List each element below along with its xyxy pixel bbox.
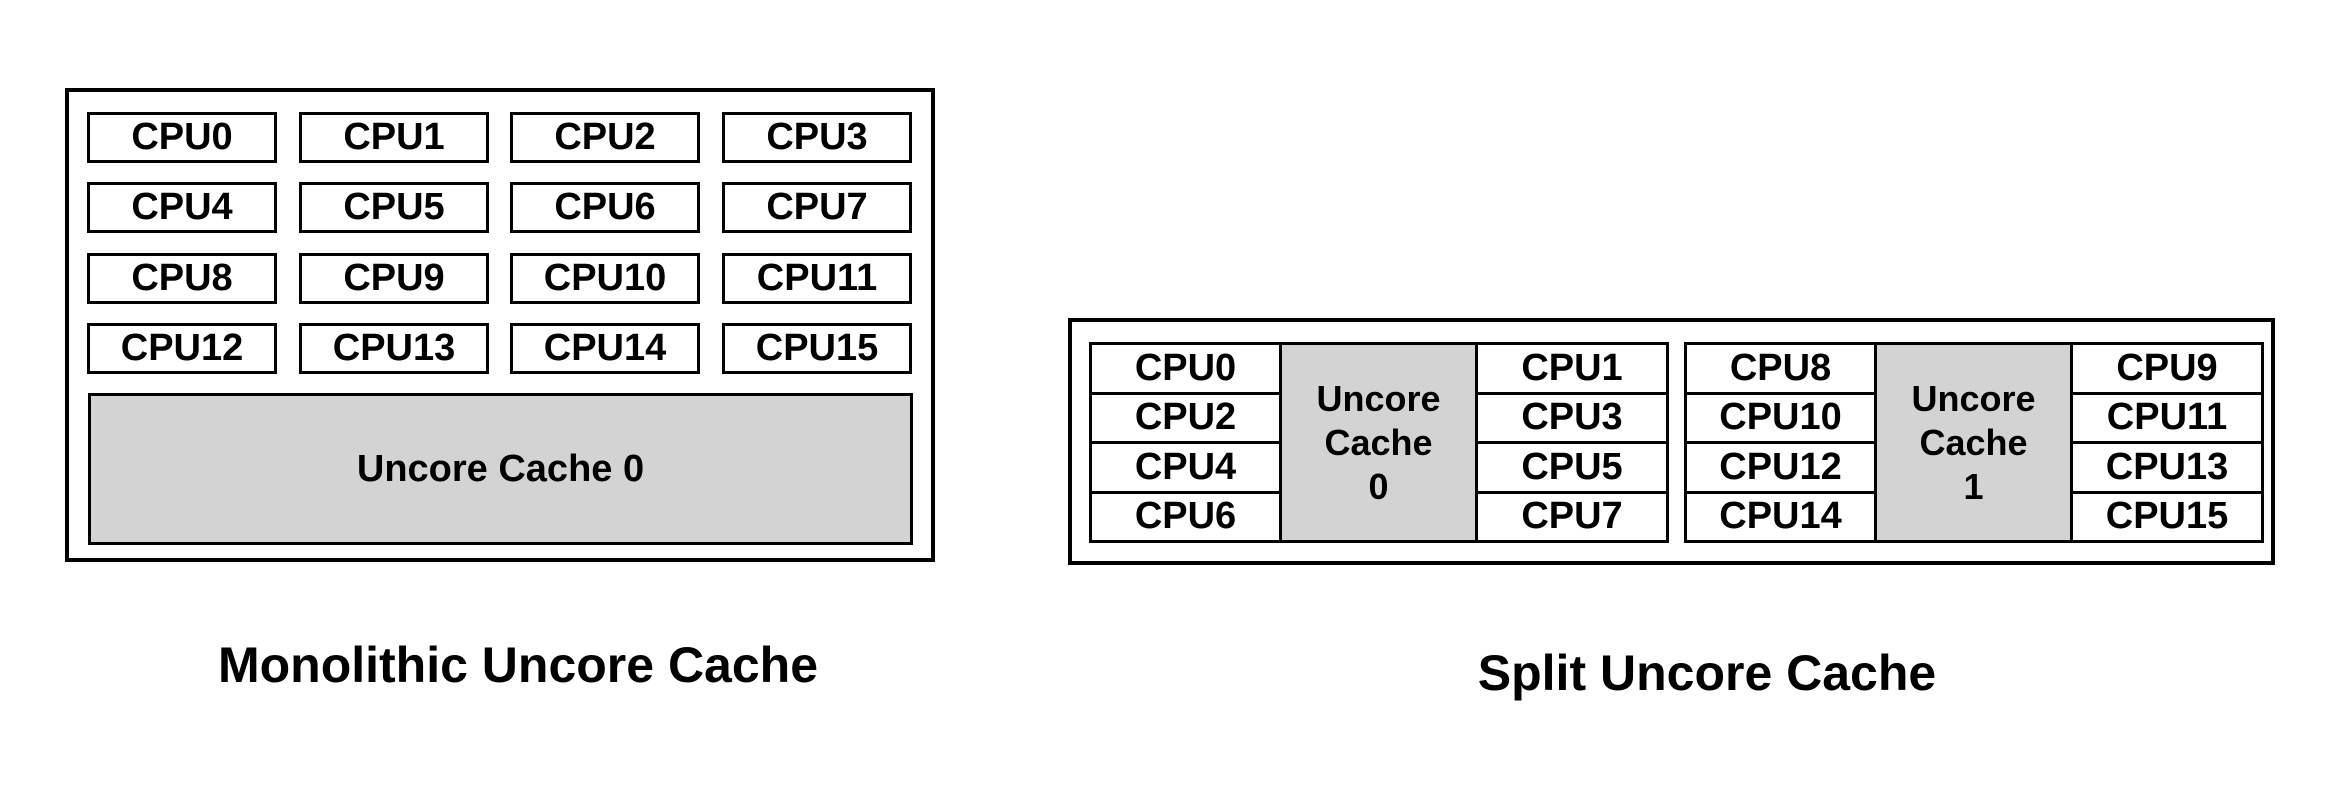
cpu-box-cpu5: CPU5 bbox=[299, 182, 489, 233]
cpu-box-cpu15: CPU15 bbox=[2073, 493, 2261, 540]
monolithic-uncore-cache-box: Uncore Cache 0 bbox=[88, 393, 913, 545]
cpu-box-cpu4: CPU4 bbox=[87, 182, 277, 233]
cpu-box-cpu9: CPU9 bbox=[299, 253, 489, 304]
cpu-box-cpu6: CPU6 bbox=[510, 182, 700, 233]
cpu-box-cpu1: CPU1 bbox=[299, 112, 489, 163]
uncore-cache-1-label-line: Cache bbox=[1919, 421, 2028, 463]
cpu-box-cpu0: CPU0 bbox=[1092, 345, 1279, 395]
cpu-box-cpu3: CPU3 bbox=[722, 112, 912, 163]
cpu-box-cpu5: CPU5 bbox=[1478, 444, 1666, 494]
cpu-box-cpu6: CPU6 bbox=[1092, 493, 1279, 540]
cpu-box-cpu7: CPU7 bbox=[1478, 493, 1666, 540]
cpu-box-cpu9: CPU9 bbox=[2073, 345, 2261, 395]
uncore-cache-1-label-line: 1 bbox=[1963, 465, 1984, 507]
cpu-box-cpu11: CPU11 bbox=[722, 253, 912, 304]
split-caption: Split Uncore Cache bbox=[1477, 645, 1937, 701]
cpu-box-cpu15: CPU15 bbox=[722, 323, 912, 374]
uncore-cache-0-label-line: 0 bbox=[1368, 465, 1389, 507]
cpu-box-cpu1: CPU1 bbox=[1478, 345, 1666, 395]
monolithic-caption: Monolithic Uncore Cache bbox=[217, 637, 819, 693]
cpu-box-cpu13: CPU13 bbox=[299, 323, 489, 374]
cpu-box-cpu0: CPU0 bbox=[87, 112, 277, 163]
cpu-box-cpu2: CPU2 bbox=[1092, 394, 1279, 444]
cpu-box-cpu14: CPU14 bbox=[510, 323, 700, 374]
cpu-box-cpu12: CPU12 bbox=[87, 323, 277, 374]
cpu-box-cpu10: CPU10 bbox=[1687, 394, 1874, 444]
uncore-cache-1-label-line: Uncore bbox=[1911, 377, 2036, 419]
cpu-box-cpu3: CPU3 bbox=[1478, 394, 1666, 444]
cpu-box-cpu10: CPU10 bbox=[510, 253, 700, 304]
cpu-box-cpu14: CPU14 bbox=[1687, 493, 1874, 540]
cpu-box-cpu7: CPU7 bbox=[722, 182, 912, 233]
cpu-box-cpu13: CPU13 bbox=[2073, 444, 2261, 494]
monolithic-uncore-cache-label: Uncore Cache 0 bbox=[356, 447, 645, 490]
uncore-cache-0-label-line: Cache bbox=[1324, 421, 1433, 463]
cpu-box-cpu11: CPU11 bbox=[2073, 394, 2261, 444]
uncore-cache-0-label-line: Uncore bbox=[1316, 377, 1441, 419]
cpu-box-cpu12: CPU12 bbox=[1687, 444, 1874, 494]
cpu-box-cpu8: CPU8 bbox=[87, 253, 277, 304]
cpu-box-cpu4: CPU4 bbox=[1092, 444, 1279, 494]
cpu-box-cpu2: CPU2 bbox=[510, 112, 700, 163]
cpu-box-cpu8: CPU8 bbox=[1687, 345, 1874, 395]
